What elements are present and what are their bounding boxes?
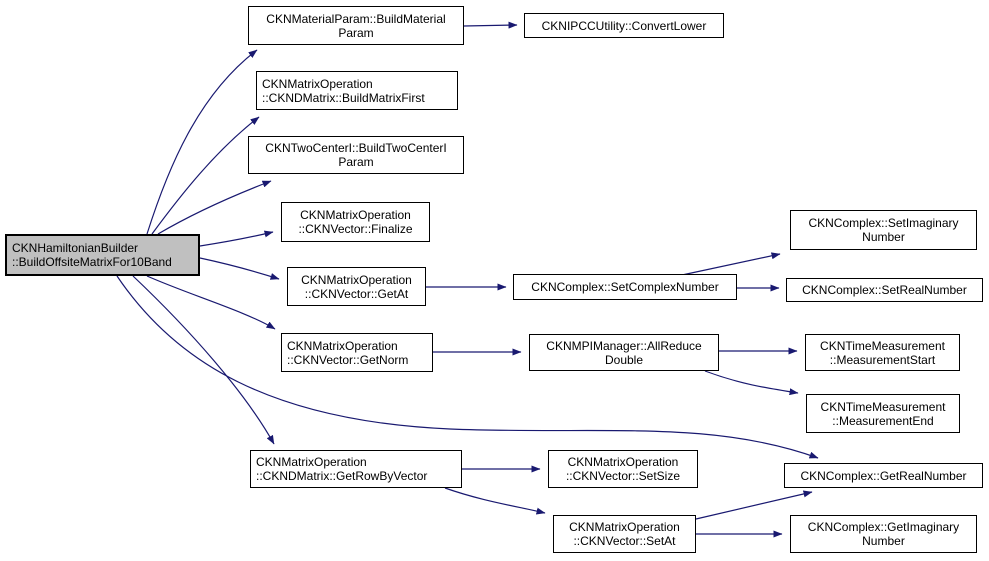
node-get-imaginary-number[interactable]: CKNComplex::GetImaginary Number — [790, 515, 977, 553]
edge-main-to-get-norm — [146, 275, 276, 330]
node-label: CKNComplex::GetRealNumber — [800, 468, 967, 483]
node-get-at[interactable]: CKNMatrixOperation ::CKNVector::GetAt — [287, 267, 426, 306]
node-get-row-by-vector[interactable]: CKNMatrixOperation ::CKNDMatrix::GetRowB… — [250, 450, 462, 488]
node-set-at[interactable]: CKNMatrixOperation ::CKNVector::SetAt — [553, 515, 696, 553]
node-build-material-param[interactable]: CKNMaterialParam::BuildMaterial Param — [248, 6, 464, 45]
edge-set-complex-number-to-set-imaginary-number — [681, 252, 781, 276]
node-build-two-center-param[interactable]: CKNTwoCenterI::BuildTwoCenterI Param — [248, 136, 464, 174]
node-convert-lower[interactable]: CKNIPCCUtility::ConvertLower — [524, 13, 724, 38]
node-label: CKNTwoCenterI::BuildTwoCenterI Param — [265, 141, 447, 169]
edge-main-to-get-at — [199, 257, 280, 280]
edge-main-to-finalize — [199, 230, 274, 247]
node-label: CKNMatrixOperation ::CKNDMatrix::BuildMa… — [262, 76, 425, 105]
edge-get-row-by-vector-to-set-at — [444, 487, 546, 515]
node-label: CKNMatrixOperation ::CKNVector::SetSize — [565, 455, 681, 483]
node-label: CKNMatrixOperation ::CKNVector::GetAt — [301, 272, 412, 301]
edge-main-to-build-matrix-first — [151, 116, 260, 235]
node-main-build-offsite-matrix-for10band: CKNHamiltonianBuilder ::BuildOffsiteMatr… — [5, 234, 200, 276]
node-label: CKNMatrixOperation ::CKNVector::Finalize — [298, 208, 413, 236]
node-set-imaginary-number[interactable]: CKNComplex::SetImaginary Number — [790, 210, 977, 250]
node-label: CKNMaterialParam::BuildMaterial Param — [266, 11, 446, 40]
node-measurement-end[interactable]: CKNTimeMeasurement ::MeasurementEnd — [806, 394, 960, 433]
node-set-real-number[interactable]: CKNComplex::SetRealNumber — [786, 278, 983, 302]
edge-main-to-build-two-center-param — [157, 180, 272, 235]
node-label: CKNMPIManager::AllReduce Double — [546, 338, 702, 367]
node-measurement-start[interactable]: CKNTimeMeasurement ::MeasurementStart — [805, 334, 960, 371]
node-label: CKNComplex::SetComplexNumber — [531, 280, 719, 294]
edge-main-to-build-material-param — [146, 49, 258, 235]
node-label: CKNComplex::SetImaginary Number — [808, 216, 959, 244]
node-build-matrix-first[interactable]: CKNMatrixOperation ::CKNDMatrix::BuildMa… — [256, 71, 458, 110]
node-get-real-number[interactable]: CKNComplex::GetRealNumber — [784, 463, 983, 488]
edge-all-reduce-double-to-measurement-end — [704, 370, 799, 396]
node-label: CKNHamiltonianBuilder ::BuildOffsiteMatr… — [12, 241, 172, 269]
node-set-size[interactable]: CKNMatrixOperation ::CKNVector::SetSize — [548, 450, 698, 488]
node-all-reduce-double[interactable]: CKNMPIManager::AllReduce Double — [529, 334, 719, 371]
node-label: CKNMatrixOperation ::CKNVector::GetNorm — [287, 338, 409, 367]
edge-main-to-get-real-number — [116, 275, 819, 459]
node-label: CKNMatrixOperation ::CKNVector::SetAt — [569, 520, 680, 548]
node-finalize[interactable]: CKNMatrixOperation ::CKNVector::Finalize — [281, 202, 430, 242]
edge-main-to-get-row-by-vector — [132, 275, 275, 445]
node-set-complex-number[interactable]: CKNComplex::SetComplexNumber — [513, 274, 737, 300]
node-get-norm[interactable]: CKNMatrixOperation ::CKNVector::GetNorm — [281, 333, 433, 372]
node-label: CKNMatrixOperation ::CKNDMatrix::GetRowB… — [256, 455, 428, 483]
edge-build-material-param-to-convert-lower — [463, 21, 518, 29]
node-label: CKNIPCCUtility::ConvertLower — [541, 18, 707, 33]
node-label: CKNTimeMeasurement ::MeasurementEnd — [820, 399, 946, 428]
node-label: CKNComplex::SetRealNumber — [802, 283, 967, 297]
edge-set-at-to-get-real-number — [695, 490, 813, 520]
node-label: CKNTimeMeasurement ::MeasurementStart — [820, 338, 945, 367]
node-label: CKNComplex::GetImaginary Number — [807, 520, 960, 548]
